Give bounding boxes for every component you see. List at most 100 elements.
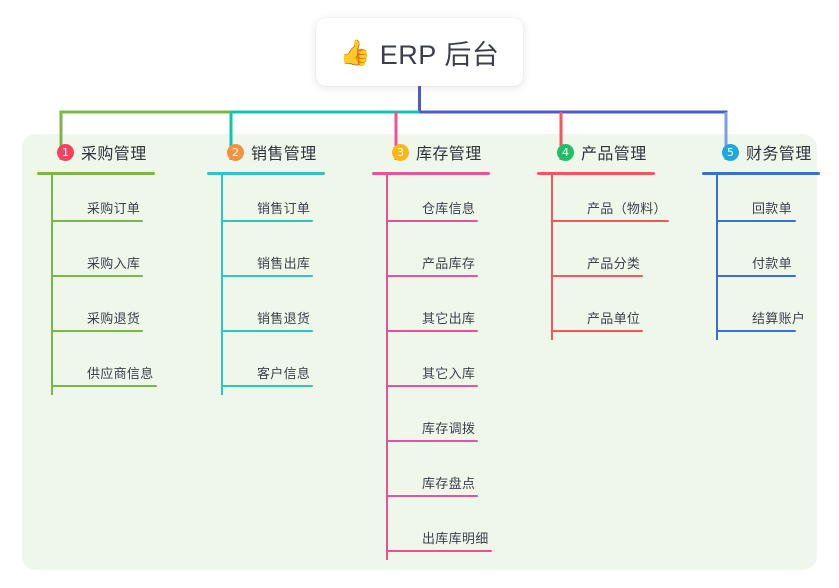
branch-item[interactable]: 采购入库: [51, 230, 155, 285]
branch-header-4[interactable]: 4 产品管理: [537, 134, 655, 170]
branch-item-underline: [386, 385, 478, 387]
branch-underline: [207, 172, 325, 175]
branch-item-label: 销售出库: [257, 256, 311, 271]
branch-item[interactable]: 其它入库: [386, 340, 490, 395]
branch-item-label: 销售退货: [257, 311, 311, 326]
branch-item[interactable]: 产品单位: [551, 285, 655, 340]
branch-item-list: 销售订单销售出库销售退货客户信息: [207, 175, 325, 395]
branch-item[interactable]: 产品（物料）: [551, 175, 669, 230]
branch-item[interactable]: 客户信息: [221, 340, 325, 395]
branch-item-underline: [221, 330, 313, 332]
branch-item-underline: [386, 220, 478, 222]
branch-title: 采购管理: [81, 146, 147, 163]
branch-item-list: 采购订单采购入库采购退货供应商信息: [37, 175, 157, 395]
branch-item-label: 回款单: [752, 201, 792, 216]
branch-item-underline: [221, 385, 313, 387]
branch-number-badge: 3: [392, 143, 409, 161]
branch-item-label: 产品库存: [422, 256, 476, 271]
branch-item-underline: [716, 330, 796, 332]
branch-item-underline: [221, 275, 313, 277]
branch-item-label: 采购订单: [87, 201, 141, 216]
branch-item[interactable]: 产品分类: [551, 230, 655, 285]
branch-item-underline: [386, 330, 478, 332]
branch-number-badge: 4: [557, 143, 574, 161]
branch-item-underline: [386, 275, 478, 277]
branch-item[interactable]: 出库库明细: [386, 505, 492, 560]
branch-spine: [551, 175, 553, 340]
branch-item[interactable]: 付款单: [716, 230, 820, 285]
branch-item-label: 采购入库: [87, 256, 141, 271]
branch-column-1: 1 采购管理采购订单采购入库采购退货供应商信息: [37, 134, 157, 395]
branch-item-label: 产品（物料）: [587, 201, 667, 216]
branch-item-label: 其它入库: [422, 366, 476, 381]
root-title-card[interactable]: 👍 ERP 后台: [316, 18, 523, 86]
branch-number-badge: 5: [722, 143, 739, 161]
branch-item-list: 产品（物料） 产品分类产品单位: [537, 175, 669, 340]
branch-item-underline: [51, 220, 143, 222]
branch-item-label: 库存调拨: [422, 421, 476, 436]
branch-item-underline: [716, 275, 796, 277]
branch-item[interactable]: 回款单: [716, 175, 820, 230]
branch-item-underline: [386, 495, 478, 497]
branch-item-underline: [221, 220, 313, 222]
branch-title: 财务管理: [746, 146, 812, 163]
branch-item[interactable]: 采购退货: [51, 285, 155, 340]
branch-item-underline: [51, 330, 143, 332]
branch-item-underline: [386, 550, 492, 552]
branch-underline: [537, 172, 655, 175]
branches-panel: [22, 134, 817, 570]
branch-item-label: 产品单位: [587, 311, 641, 326]
branch-header-3[interactable]: 3 库存管理: [372, 134, 490, 170]
branch-item-underline: [51, 385, 157, 387]
branch-number-badge: 1: [57, 143, 74, 161]
branch-item-underline: [716, 220, 796, 222]
branch-item-list: 仓库信息产品库存其它出库其它入库库存调拨库存盘点出库库明细: [372, 175, 492, 560]
branch-item[interactable]: 库存盘点: [386, 450, 490, 505]
branch-item-label: 仓库信息: [422, 201, 476, 216]
branch-item-underline: [551, 330, 643, 332]
branch-item-underline: [551, 220, 669, 222]
root-title-text: ERP 后台: [379, 39, 500, 70]
branch-item-label: 产品分类: [587, 256, 641, 271]
branch-item-label: 其它出库: [422, 311, 476, 326]
branch-item[interactable]: 结算账户: [716, 285, 820, 340]
branch-header-5[interactable]: 5 财务管理: [702, 134, 820, 170]
branch-title: 产品管理: [581, 146, 647, 163]
branch-item-label: 客户信息: [257, 366, 311, 381]
branch-item[interactable]: 库存调拨: [386, 395, 490, 450]
thumbs-up-icon: 👍: [339, 38, 371, 67]
branch-item-label: 销售订单: [257, 201, 311, 216]
branch-column-5: 5 财务管理回款单付款单结算账户: [702, 134, 820, 340]
branch-item-label: 结算账户: [752, 311, 806, 326]
branch-item[interactable]: 产品库存: [386, 230, 490, 285]
branch-item[interactable]: 供应商信息: [51, 340, 157, 395]
branch-item[interactable]: 采购订单: [51, 175, 155, 230]
branch-item-label: 出库库明细: [422, 531, 489, 546]
branch-item[interactable]: 销售订单: [221, 175, 325, 230]
branch-header-1[interactable]: 1 采购管理: [37, 134, 155, 170]
branch-column-3: 3 库存管理仓库信息产品库存其它出库其它入库库存调拨库存盘点出库库明细: [372, 134, 492, 560]
branch-item[interactable]: 其它出库: [386, 285, 490, 340]
branch-item-underline: [51, 275, 143, 277]
branch-title: 库存管理: [416, 146, 482, 163]
branch-column-4: 4 产品管理产品（物料） 产品分类产品单位: [537, 134, 669, 340]
branch-item-list: 回款单付款单结算账户: [702, 175, 820, 340]
branch-item[interactable]: 销售退货: [221, 285, 325, 340]
branch-underline: [372, 172, 490, 175]
branch-spine: [386, 175, 388, 560]
branch-number-badge: 2: [227, 143, 244, 161]
branch-underline: [37, 172, 155, 175]
branch-item-underline: [551, 275, 643, 277]
branch-item-underline: [386, 440, 478, 442]
branch-spine: [716, 175, 718, 340]
branch-item-label: 付款单: [752, 256, 792, 271]
branch-spine: [51, 175, 53, 395]
branch-item-label: 采购退货: [87, 311, 141, 326]
branch-item[interactable]: 销售出库: [221, 230, 325, 285]
branch-item[interactable]: 仓库信息: [386, 175, 490, 230]
branch-item-label: 库存盘点: [422, 476, 476, 491]
